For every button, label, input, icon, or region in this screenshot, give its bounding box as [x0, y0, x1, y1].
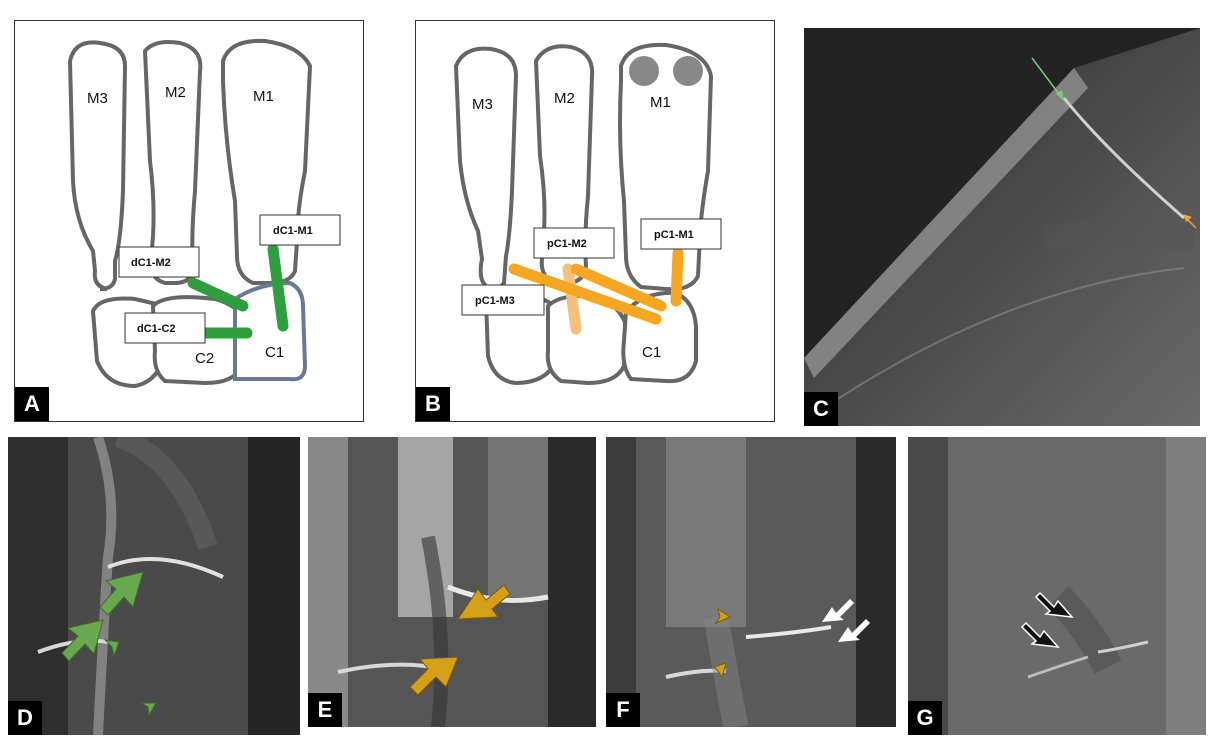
panel-letter-f: F: [606, 693, 640, 727]
panel-b: M3 M2 M1 C1 pC1-M2 pC1-M1 pC1-M3 B: [415, 20, 775, 422]
label-m3: M3: [87, 90, 108, 107]
panel-c: C: [804, 28, 1200, 426]
sesamoid-lateral: [673, 56, 703, 86]
panel-letter-a: A: [15, 387, 49, 421]
panel-letter-b: B: [416, 387, 450, 421]
callout-pc1-m3: pC1-M3: [475, 295, 515, 307]
mri-image-d: [8, 437, 300, 735]
mri-image-g: [908, 437, 1206, 735]
bone-m1: [223, 41, 310, 283]
callout-dc1-m1: dC1-M1: [273, 225, 313, 237]
callout-dc1-m2: dC1-M2: [131, 257, 171, 269]
mri-image-c: [804, 28, 1200, 426]
mri-image-f: [606, 437, 896, 727]
label-m2: M2: [165, 84, 186, 101]
label-c1: C1: [265, 344, 284, 361]
callout-pc1-m1: pC1-M1: [654, 229, 694, 241]
label-m1: M1: [253, 88, 274, 105]
mri-image-e: [308, 437, 596, 727]
callout-pc1-m2: pC1-M2: [547, 238, 587, 250]
panel-f: F: [606, 437, 896, 727]
label-c2: C2: [195, 350, 214, 367]
panel-a: M3 M2 M1 C2 C1 dC1-M2 dC1-M1 dC1-C2 A: [14, 20, 364, 422]
plantar-ligament-diagram: M3 M2 M1 C1 pC1-M2 pC1-M1 pC1-M3: [416, 21, 775, 422]
label-m2: M2: [554, 90, 575, 107]
panel-letter-d: D: [8, 701, 42, 735]
panel-d: D: [8, 437, 300, 735]
dorsal-ligament-diagram: M3 M2 M1 C2 C1 dC1-M2 dC1-M1 dC1-C2: [15, 21, 364, 422]
panel-letter-c: C: [804, 392, 838, 426]
sesamoid-medial: [629, 56, 659, 86]
label-m3: M3: [472, 96, 493, 113]
ligament-pc1-m1: [676, 253, 678, 301]
panel-e: E: [308, 437, 596, 727]
panel-letter-g: G: [908, 701, 942, 735]
callout-dc1-c2: dC1-C2: [137, 323, 176, 335]
label-c1: C1: [642, 344, 661, 361]
label-m1: M1: [650, 94, 671, 111]
bone-m3: [456, 49, 516, 289]
panel-g: G: [908, 437, 1206, 735]
panel-letter-e: E: [308, 693, 342, 727]
bone-m3: [70, 42, 125, 289]
